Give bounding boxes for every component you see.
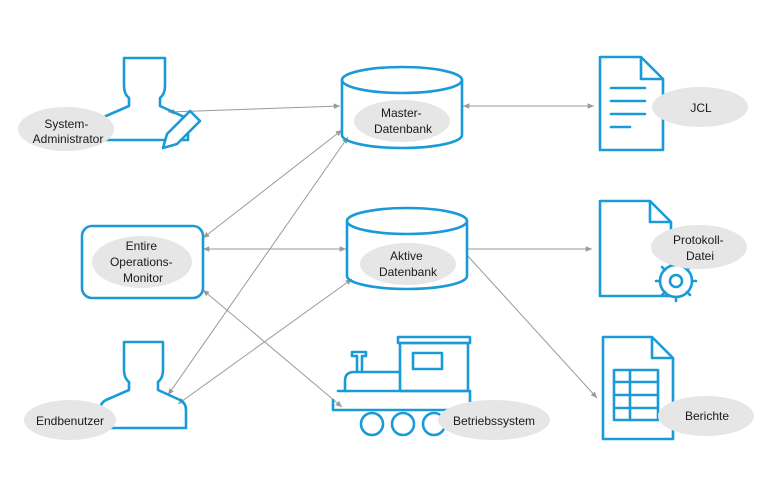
edge-activedb-enduser xyxy=(177,278,353,405)
database-icon-top xyxy=(340,65,464,95)
active-db-label: Aktive Datenbank xyxy=(379,249,438,279)
ops-monitor-label: Entire Operations- Monitor xyxy=(110,239,176,285)
master-db-pill xyxy=(354,100,450,142)
node-active-db[interactable]: Aktive Datenbank xyxy=(345,206,469,291)
enduser-pill xyxy=(24,400,116,440)
ops-monitor-pill xyxy=(92,236,192,288)
node-sysadmin[interactable]: System- Administrator xyxy=(18,56,202,151)
master-db-label: Master- Datenbank xyxy=(374,106,433,136)
edge-masterdb-enduser xyxy=(167,136,349,396)
user-icon xyxy=(98,56,190,142)
protocol-file-label: Protokoll- Datei xyxy=(673,233,727,263)
edge-opsmonitor-os xyxy=(202,289,343,408)
database-icon-top xyxy=(345,206,469,236)
jcl-pill xyxy=(652,87,748,127)
node-os[interactable]: Betriebssystem xyxy=(331,335,550,440)
active-db-pill xyxy=(360,243,456,285)
connectors xyxy=(167,103,598,408)
node-jcl[interactable]: JCL xyxy=(598,55,748,152)
jcl-label: JCL xyxy=(690,101,712,115)
node-reports[interactable]: Berichte xyxy=(601,335,754,441)
database-icon xyxy=(345,219,469,291)
spreadsheet-icon xyxy=(601,335,675,441)
enduser-label: Endbenutzer xyxy=(36,414,104,428)
sysadmin-label: System- Administrator xyxy=(33,117,104,146)
reports-pill xyxy=(658,396,754,436)
node-enduser[interactable]: Endbenutzer xyxy=(24,340,188,440)
edge-activedb-reports xyxy=(465,253,598,399)
pencil-icon xyxy=(161,109,202,150)
node-protocol-file[interactable]: Protokoll- Datei xyxy=(598,199,747,303)
os-pill xyxy=(438,400,550,440)
database-icon xyxy=(340,78,464,150)
user-icon xyxy=(98,340,188,430)
reports-label: Berichte xyxy=(685,409,729,423)
edge-masterdb-opsmonitor xyxy=(202,129,343,239)
sysadmin-pill xyxy=(18,107,114,151)
node-ops-monitor[interactable]: Entire Operations- Monitor xyxy=(80,224,205,300)
protocol-file-pill xyxy=(651,225,747,269)
edge-sysadmin-masterdb xyxy=(167,103,341,115)
monitor-box xyxy=(80,224,205,300)
node-master-db[interactable]: Master- Datenbank xyxy=(340,65,464,150)
os-label: Betriebssystem xyxy=(453,414,535,428)
